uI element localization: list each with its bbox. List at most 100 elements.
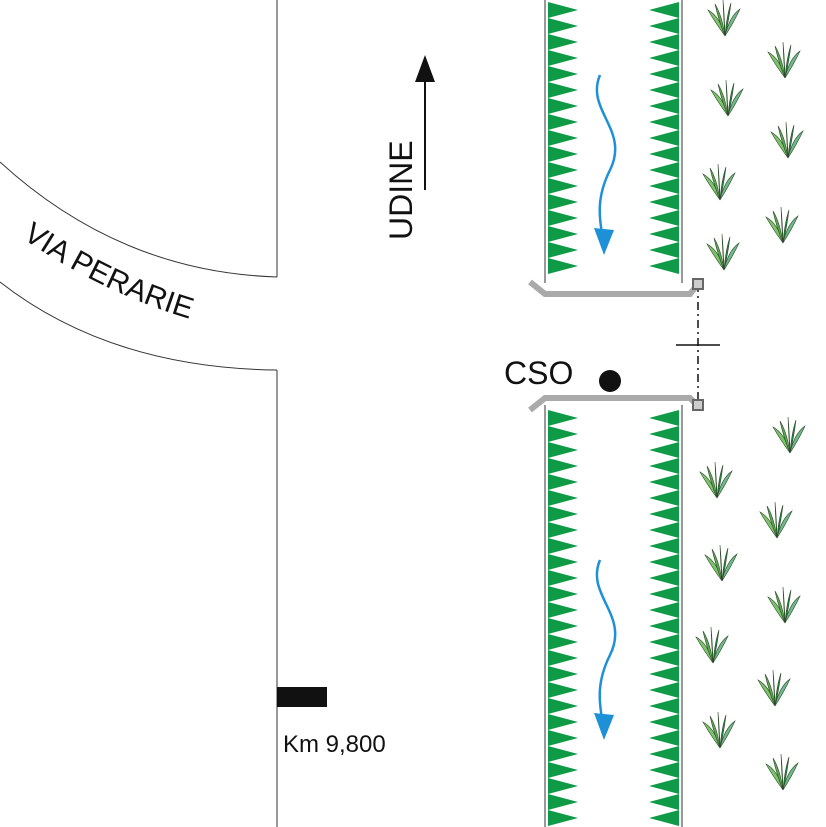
bank-tooth-left	[548, 522, 578, 538]
bank-tooth-left	[548, 618, 578, 634]
grass-tuft-icon	[765, 206, 799, 244]
bank-tooth-right	[649, 586, 679, 602]
street-name-label: VIA PERARIE	[18, 216, 197, 325]
flow-arrowhead-top	[594, 228, 614, 255]
bank-tooth-left	[548, 2, 578, 18]
bank-tooth-right	[649, 602, 679, 618]
weir-lower	[528, 395, 701, 413]
bank-tooth-right	[649, 506, 679, 522]
bank-tooth-right	[649, 146, 679, 162]
bank-tooth-right	[649, 522, 679, 538]
bank-tooth-right	[649, 82, 679, 98]
bank-tooth-left	[548, 666, 578, 682]
wavy-arrow-down-icon	[595, 559, 617, 726]
bank-tooth-right	[649, 618, 679, 634]
bank-tooth-left	[548, 34, 578, 50]
bank-tooth-left	[548, 82, 578, 98]
bank-tooth-right	[649, 210, 679, 226]
bank-tooth-left	[548, 146, 578, 162]
grass-tuft-icon	[767, 41, 801, 79]
side-street-upper-curb	[0, 161, 278, 278]
bank-tooth-right	[649, 18, 679, 34]
bank-tooth-left	[548, 242, 578, 258]
bank-tooth-left	[548, 650, 578, 666]
bank-tooth-right	[649, 730, 679, 746]
bank-tooth-right	[649, 794, 679, 810]
bank-tooth-left	[548, 762, 578, 778]
bank-tooth-left	[548, 442, 578, 458]
bank-tooth-right	[649, 130, 679, 146]
side-street-lower-curb	[0, 281, 278, 371]
km-marker-label: Km 9,800	[283, 731, 386, 758]
cso-label: CSO	[504, 355, 573, 391]
grass-tuft-icon	[702, 711, 736, 749]
grass-tuft-icon	[699, 461, 733, 499]
km-marker-post	[277, 687, 327, 707]
bank-tooth-right	[649, 242, 679, 258]
grass-tuft-icon	[765, 753, 799, 791]
bank-tooth-right	[649, 410, 679, 426]
direction-label: UDINE	[383, 140, 419, 240]
weir-upper	[528, 279, 701, 297]
bank-tooth-left	[548, 682, 578, 698]
bank-tooth-left	[548, 506, 578, 522]
bank-tooth-left	[548, 570, 578, 586]
bank-tooth-left	[548, 730, 578, 746]
flow-arrowhead-bottom	[594, 713, 614, 740]
bank-tooth-right	[649, 650, 679, 666]
bank-tooth-right	[649, 226, 679, 242]
bank-tooth-right	[649, 714, 679, 730]
bank-tooth-left	[548, 410, 578, 426]
grass-tuft-icon	[767, 586, 801, 624]
bank-tooth-left	[548, 426, 578, 442]
grass-tuft-icon	[757, 669, 791, 707]
bank-tooth-right	[649, 746, 679, 762]
bank-tooth-right	[649, 490, 679, 506]
wavy-arrow-down-icon	[595, 74, 617, 241]
bank-tooth-left	[548, 746, 578, 762]
bank-tooth-right	[649, 162, 679, 178]
bank-tooth-right	[649, 2, 679, 18]
bank-tooth-right	[649, 762, 679, 778]
bank-tooth-right	[649, 458, 679, 474]
bank-tooth-left	[548, 474, 578, 490]
bank-tooth-right	[649, 66, 679, 82]
bank-tooth-right	[649, 538, 679, 554]
bank-tooth-left	[548, 586, 578, 602]
bank-tooth-right	[649, 194, 679, 210]
bank-tooth-left	[548, 698, 578, 714]
bank-tooth-right	[649, 570, 679, 586]
bank-tooth-left	[548, 538, 578, 554]
bank-tooth-right	[649, 634, 679, 650]
bank-tooth-left	[548, 194, 578, 210]
bank-tooth-left	[548, 490, 578, 506]
bank-tooth-right	[649, 34, 679, 50]
bank-tooth-left	[548, 634, 578, 650]
riverbank-grass	[695, 0, 806, 791]
arrow-up-icon	[415, 55, 435, 190]
bank-tooth-left	[548, 98, 578, 114]
section-endpoint-top	[692, 278, 704, 290]
filled-circle-icon	[599, 370, 621, 392]
bank-tooth-left	[548, 794, 578, 810]
bank-tooth-left	[548, 258, 578, 274]
road-edges	[0, 0, 278, 827]
bank-tooth-left	[548, 554, 578, 570]
bank-tooth-left	[548, 778, 578, 794]
grass-tuft-icon	[707, 0, 741, 37]
bank-tooth-right	[649, 474, 679, 490]
canal-channel	[544, 0, 683, 827]
bank-tooth-right	[649, 258, 679, 274]
grass-tuft-icon	[695, 626, 729, 664]
bank-tooth-right	[649, 666, 679, 682]
bank-tooth-right	[649, 554, 679, 570]
grass-tuft-icon	[702, 163, 736, 201]
bank-tooth-left	[548, 130, 578, 146]
bank-tooth-right	[649, 114, 679, 130]
grass-tuft-icon	[704, 544, 738, 582]
bank-tooth-right	[649, 178, 679, 194]
bank-tooth-left	[548, 50, 578, 66]
bank-tooth-right	[649, 426, 679, 442]
grass-tuft-icon	[759, 501, 793, 539]
bank-tooth-right	[649, 682, 679, 698]
